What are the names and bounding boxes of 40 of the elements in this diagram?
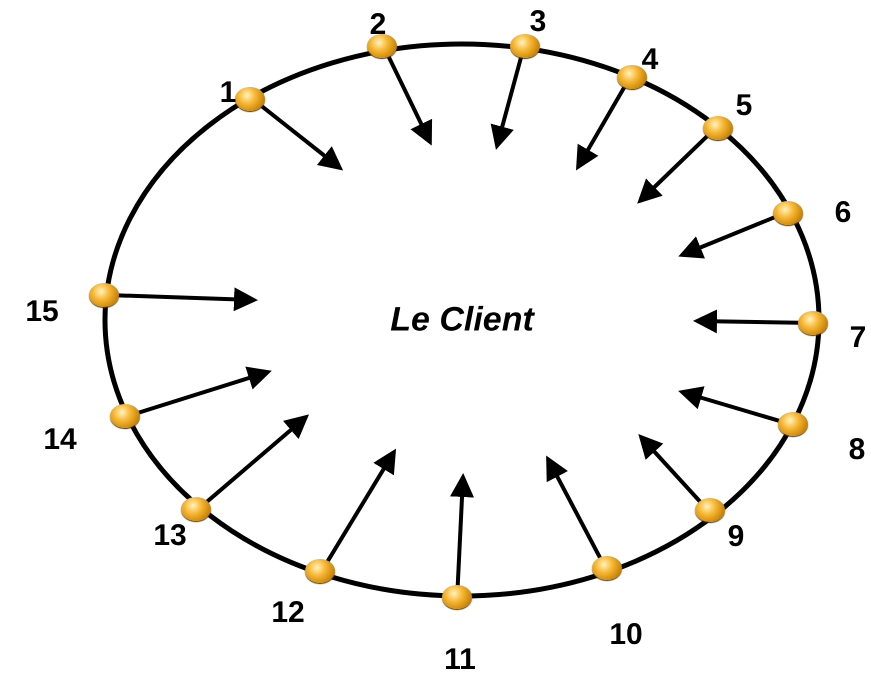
ball-marker bbox=[367, 34, 397, 58]
number-label: 10 bbox=[609, 620, 643, 650]
number-label: 5 bbox=[736, 91, 752, 121]
arrow bbox=[260, 104, 344, 170]
number-label: 12 bbox=[271, 598, 305, 628]
ball-marker bbox=[110, 404, 140, 428]
number-label: 7 bbox=[850, 323, 866, 353]
arrow bbox=[450, 473, 474, 586]
ball-marker bbox=[778, 412, 808, 436]
arrow bbox=[637, 134, 710, 204]
arrow bbox=[205, 414, 310, 504]
ball-marker bbox=[703, 116, 733, 140]
arrow bbox=[576, 85, 627, 170]
arrow bbox=[490, 56, 524, 150]
number-label: 6 bbox=[834, 198, 852, 228]
arrow bbox=[546, 455, 602, 560]
arrow bbox=[118, 287, 258, 312]
ball-marker bbox=[181, 497, 211, 521]
arrow bbox=[138, 366, 272, 415]
number-label: 4 bbox=[642, 45, 658, 75]
ball-marker bbox=[89, 283, 119, 307]
number-label: 9 bbox=[728, 522, 744, 552]
number-label: 3 bbox=[530, 7, 546, 37]
number-label: 2 bbox=[370, 10, 386, 40]
arrow bbox=[678, 215, 776, 259]
ball-marker bbox=[442, 585, 472, 609]
arrow bbox=[326, 448, 396, 563]
arrow bbox=[678, 386, 780, 423]
number-label: 11 bbox=[444, 645, 476, 675]
ball-marker bbox=[798, 311, 828, 335]
ball-marker bbox=[510, 34, 540, 58]
number-label: 13 bbox=[153, 521, 187, 551]
arrow bbox=[693, 309, 800, 334]
number-label: 15 bbox=[25, 297, 59, 327]
arrow bbox=[386, 54, 432, 146]
number-label: 1 bbox=[220, 78, 236, 108]
number-label: 8 bbox=[848, 435, 866, 465]
number-label: 14 bbox=[43, 425, 77, 455]
arrow bbox=[638, 434, 702, 504]
center-label: Le Client bbox=[390, 300, 534, 340]
